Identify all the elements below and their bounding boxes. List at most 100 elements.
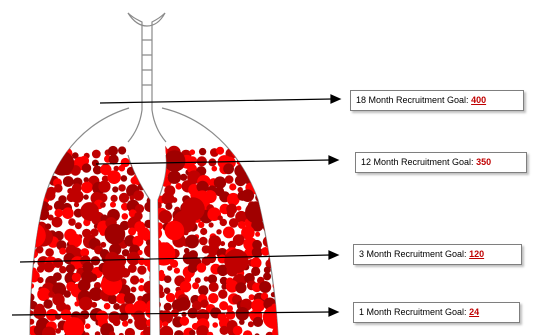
arrow-18-month <box>100 99 332 103</box>
right-lung-dot <box>271 173 283 185</box>
left-lung-dot <box>54 184 63 193</box>
right-lung-dot <box>155 167 163 175</box>
left-lung-dot <box>21 223 45 247</box>
left-lung-dot <box>128 264 137 273</box>
right-lung-dot <box>224 249 248 273</box>
right-lung-dot <box>174 330 184 335</box>
left-lung-dot <box>91 302 97 308</box>
goal-3-month-value: 120 <box>469 249 484 259</box>
right-lung-dot <box>220 241 225 246</box>
left-lung-dot <box>83 194 88 199</box>
left-lung-dot <box>104 303 111 310</box>
left-lung-dot <box>39 177 48 186</box>
left-lung-dot <box>53 272 62 281</box>
right-lung-dot <box>220 219 227 226</box>
right-lung-dot <box>262 211 271 220</box>
right-lung-dot <box>164 287 171 294</box>
right-lung-dots <box>150 144 286 335</box>
right-lung-dot <box>232 146 244 158</box>
goal-18-month: 18 Month Recruitment Goal: 400 <box>350 90 524 111</box>
left-lung-dot <box>49 157 58 166</box>
left-lung-dot <box>147 155 158 166</box>
left-lung-dot <box>146 319 153 326</box>
left-lung-dot <box>33 306 46 319</box>
right-lung-dot <box>154 301 161 308</box>
left-lung-dot <box>23 226 37 240</box>
goal-3-month: 3 Month Recruitment Goal: 120 <box>353 244 522 265</box>
left-lung-dot <box>122 213 129 220</box>
right-lung-dot <box>152 242 175 265</box>
left-lung-dot <box>27 165 34 172</box>
right-lung-dot <box>165 221 185 241</box>
left-lung-dot <box>28 319 34 325</box>
left-lung-dot <box>63 176 74 187</box>
right-lung-dot <box>269 165 280 176</box>
right-lung-dot <box>218 290 227 299</box>
left-lung-dot <box>147 262 158 273</box>
left-lung-dot <box>38 146 47 155</box>
left-lung-dot <box>52 148 63 159</box>
left-lung-dot <box>139 278 144 283</box>
arrow-18-month-head <box>331 95 340 103</box>
right-lung-dot <box>233 326 243 335</box>
right-lung-dot <box>174 268 180 274</box>
goal-18-month-value: 400 <box>471 95 486 105</box>
right-lung-dot <box>265 228 272 235</box>
left-lung-dot <box>113 303 120 310</box>
left-lung-dot <box>26 293 35 302</box>
left-lung-dot <box>45 147 55 157</box>
left-lung-dot <box>68 218 76 226</box>
right-lung-dot <box>164 275 172 283</box>
left-lung-dot <box>50 151 75 176</box>
left-lung-dot <box>72 273 81 282</box>
right-lung-dot <box>233 234 245 246</box>
right-lung-dot <box>258 181 271 194</box>
left-lung-dot <box>39 168 49 178</box>
left-lung-dot <box>59 248 66 255</box>
left-lung-dot <box>137 266 146 275</box>
right-lung-dot <box>269 220 281 232</box>
right-lung-dot <box>225 175 234 184</box>
right-lung-dot <box>260 158 274 172</box>
right-lung-dot <box>255 232 260 237</box>
left-lung-dot <box>128 228 136 236</box>
right-lung-dot <box>272 206 278 212</box>
right-lung-dot <box>272 148 278 154</box>
right-lung-dot <box>248 166 262 180</box>
left-lung-dot <box>28 191 38 201</box>
left-lung-dot <box>128 319 133 324</box>
left-lung-dot <box>62 207 74 219</box>
left-lung-dots <box>21 146 158 335</box>
right-lung-dot <box>197 156 207 166</box>
right-lung-dot <box>155 202 161 208</box>
left-lung-dot <box>113 318 121 326</box>
right-lung-dot <box>188 263 198 273</box>
left-lung-dot <box>150 214 155 219</box>
right-lung-dot <box>154 144 167 157</box>
right-lung-dot <box>165 203 172 210</box>
right-lung-dot <box>251 257 262 268</box>
right-lung-dot <box>177 297 191 311</box>
right-lung-dot <box>223 227 235 239</box>
left-lung-dot <box>102 258 125 281</box>
left-lung-dot <box>100 202 106 208</box>
goal-12-month: 12 Month Recruitment Goal: 350 <box>355 152 527 173</box>
left-lung-dot <box>78 279 91 292</box>
left-lung-dot <box>145 168 156 179</box>
right-lung-dot <box>274 272 285 283</box>
right-lung-dot <box>266 197 272 203</box>
right-lung-dot <box>273 263 283 273</box>
right-lung-dot <box>244 150 253 159</box>
left-lung-dot <box>47 205 52 210</box>
left-lung-dot <box>89 274 97 282</box>
goal-3-month-label: 3 Month Recruitment Goal: <box>359 249 467 259</box>
right-lung-dot <box>229 183 236 190</box>
left-lung-dot <box>135 149 145 159</box>
left-lung-dot <box>122 320 128 326</box>
right-lung-dot <box>239 319 245 325</box>
left-lung-dot <box>138 183 145 190</box>
right-lung-dot <box>198 285 208 295</box>
left-lung-dot <box>81 182 93 194</box>
right-lung-dot <box>181 197 205 221</box>
left-lung-dot <box>31 178 40 187</box>
